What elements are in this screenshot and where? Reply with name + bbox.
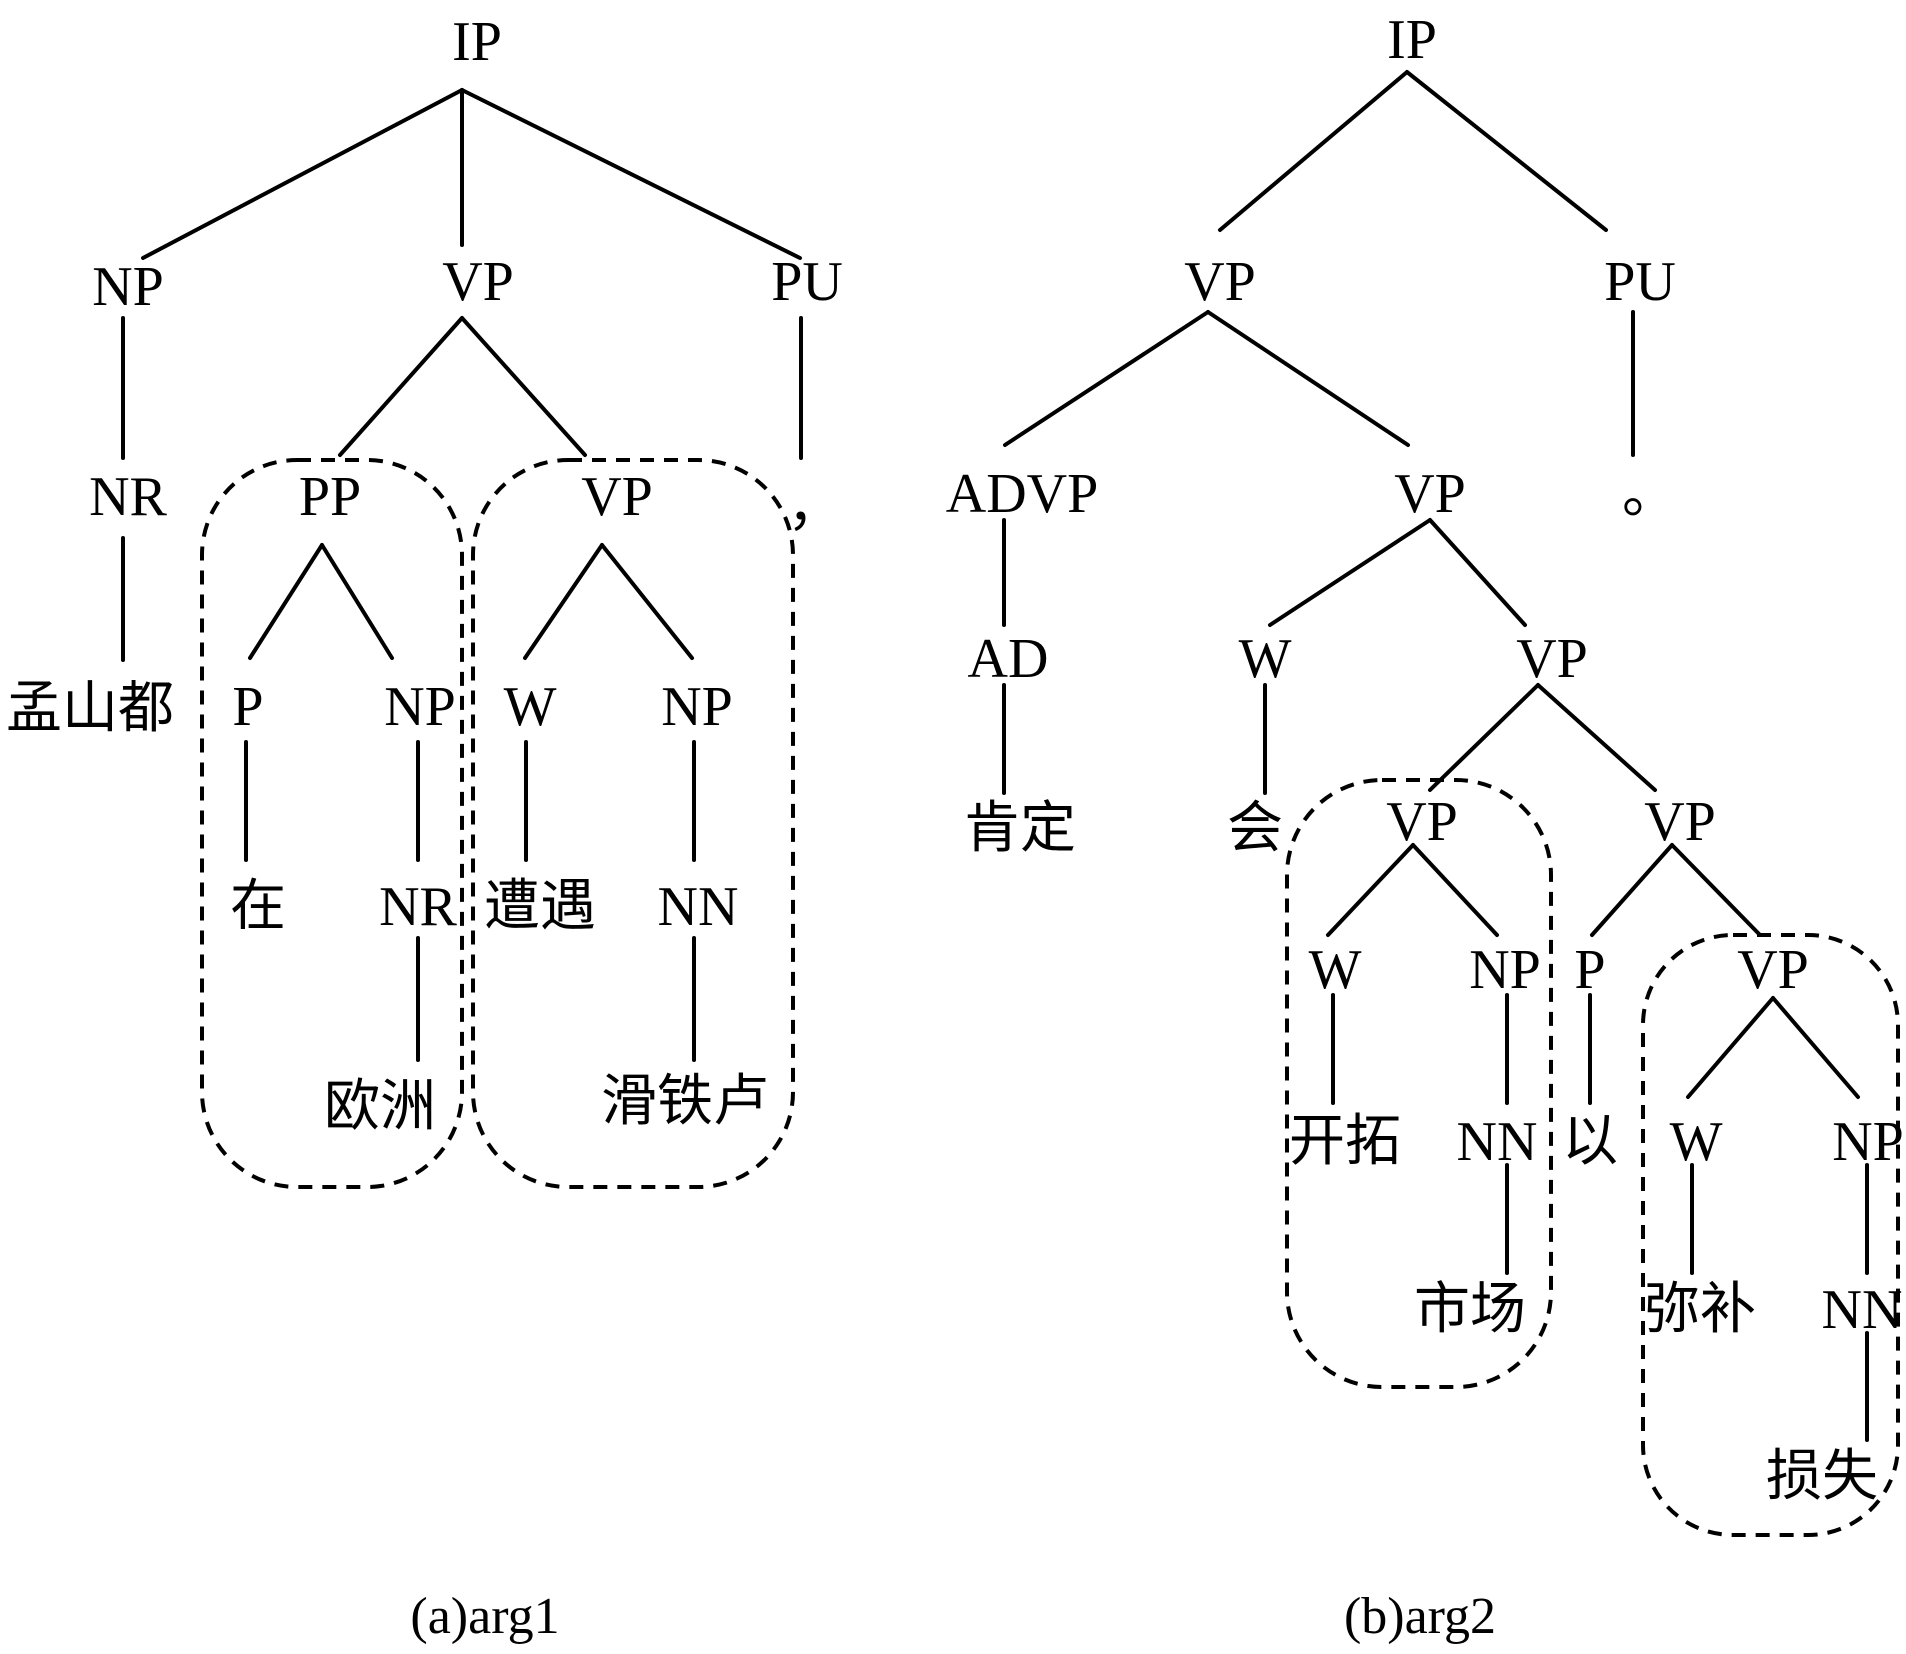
node-b-vv2: W (1309, 939, 1362, 1001)
word-b-yi: 以 (1562, 1111, 1618, 1173)
node-a-vv: W (504, 676, 557, 738)
edge-b-vp4-np (1411, 843, 1499, 937)
node-b-ad: AD (968, 628, 1049, 690)
argument-boxes (200, 458, 1900, 1537)
word-a-mengshandu: 孟山都 (6, 678, 174, 740)
node-a-np2: NP (384, 676, 456, 738)
node-a-np: NP (92, 256, 164, 318)
node-b-p: P (1574, 939, 1605, 1001)
node-a-vp2: VP (581, 466, 653, 528)
edge-b-vp3-vp5 (1536, 683, 1657, 792)
caption-a: (a)arg1 (410, 1588, 559, 1645)
node-b-vp6: VP (1737, 939, 1809, 1001)
tree-b-labels: IP VP PU ADVP VP 。 AD W VP 肯定 会 VP VP W … (946, 9, 1904, 1645)
word-b-shichang: 市场 (1414, 1279, 1526, 1341)
edge-b-ip-pu (1405, 70, 1608, 232)
dashed-box-pp (200, 458, 464, 1189)
node-b-nn2: NN (1822, 1279, 1903, 1341)
edge-b-vp5-vp6 (1670, 843, 1762, 937)
node-b-np: NP (1469, 939, 1541, 1001)
node-b-ip: IP (1387, 9, 1437, 71)
edge-a-pp-p (248, 543, 324, 660)
node-b-vv3: W (1670, 1111, 1723, 1173)
dashed-box-vp (471, 458, 795, 1189)
node-b-vv1: W (1239, 628, 1292, 690)
edge-b-vp-advp (1003, 310, 1210, 447)
node-a-pu: PU (771, 251, 843, 313)
caption-b: (b)arg2 (1344, 1588, 1496, 1645)
node-a-nr2: NR (379, 876, 457, 938)
edge-b-vp2-vp3 (1428, 518, 1527, 627)
punct-b-period: 。 (1622, 463, 1678, 525)
node-a-p: P (232, 676, 263, 738)
edge-b-ip-vp (1218, 70, 1409, 232)
node-b-nn: NN (1457, 1111, 1538, 1173)
node-a-pp: PP (299, 466, 361, 528)
edge-b-vp-vp2 (1206, 310, 1410, 447)
edge-a-vp2-vv (523, 543, 604, 660)
edge-a-pp-np2 (320, 543, 394, 660)
edge-a-ip-pu (460, 88, 802, 260)
tree-a-labels: IP NP VP PU NR 孟山都 PP VP ， P NP W NP 在 N… (6, 11, 843, 1645)
edge-a-vp2-np3 (600, 543, 694, 660)
edge-a-vp-vp2 (460, 316, 587, 457)
node-b-vp4: VP (1386, 791, 1458, 853)
word-a-zai: 在 (230, 876, 286, 938)
word-a-huatielu: 滑铁卢 (601, 1071, 769, 1133)
punct-a-comma: ， (787, 476, 843, 538)
word-a-ouzhou: 欧洲 (324, 1076, 436, 1138)
node-b-vp3: VP (1516, 628, 1588, 690)
node-b-pu: PU (1604, 251, 1676, 313)
node-b-np2: NP (1832, 1111, 1904, 1173)
edge-b-vp5-p (1590, 843, 1674, 937)
edge-b-vp6-np2 (1771, 996, 1860, 1099)
dashed-box-vp6 (1641, 933, 1900, 1537)
tree-a-edges (121, 88, 803, 1062)
edge-b-vp2-vv1 (1268, 518, 1432, 627)
node-a-ip: IP (452, 11, 502, 73)
node-a-nr: NR (89, 466, 167, 528)
node-a-nn: NN (658, 876, 739, 938)
node-a-vp: VP (442, 251, 514, 313)
word-b-mibu: 弥补 (1644, 1279, 1756, 1341)
edge-a-vp-pp (338, 316, 464, 457)
edge-a-ip-np (141, 88, 464, 260)
node-a-np3: NP (661, 676, 733, 738)
node-b-vp2: VP (1394, 463, 1466, 525)
dashed-box-vp4 (1285, 778, 1553, 1389)
tree-b-edges (1002, 70, 1869, 1442)
node-b-advp: ADVP (946, 463, 1098, 525)
word-a-zaoyu: 遭遇 (484, 876, 596, 938)
edge-b-vp6-vv3 (1686, 996, 1775, 1099)
word-b-kending: 肯定 (964, 798, 1076, 860)
edge-b-vp4-vv2 (1326, 843, 1415, 937)
node-b-vp: VP (1184, 251, 1256, 313)
edge-b-vp3-vp4 (1428, 683, 1540, 792)
word-b-kaituo: 开拓 (1289, 1111, 1401, 1173)
word-b-sunshi: 损失 (1766, 1446, 1878, 1508)
word-b-hui: 会 (1227, 798, 1283, 860)
node-b-vp5: VP (1644, 791, 1716, 853)
